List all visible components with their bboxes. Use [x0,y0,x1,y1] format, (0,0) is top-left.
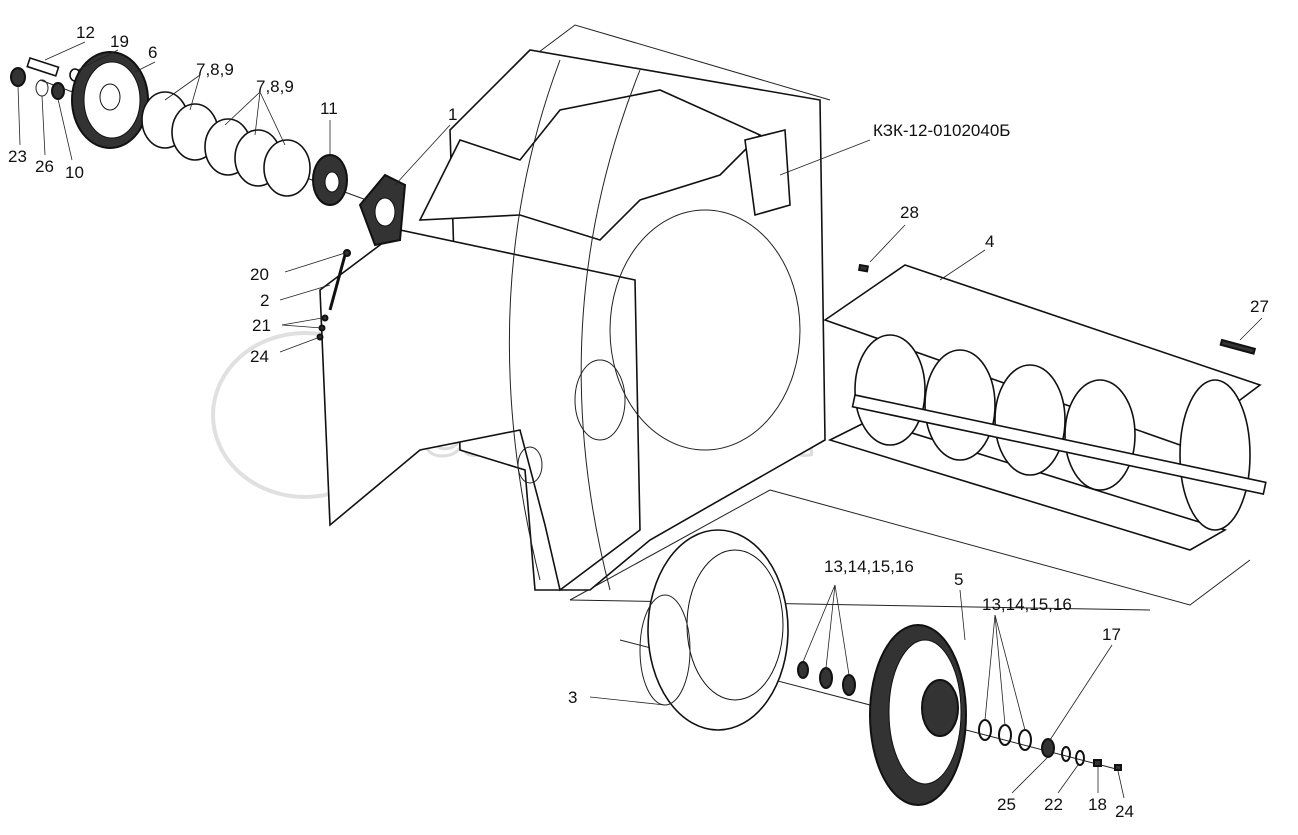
leader-lines [17,41,1263,799]
callout-2: 2 [260,291,269,310]
thresher-housing [319,49,826,592]
callout-13-16-a: 13,14,15,16 [824,557,914,576]
callout-20: 20 [250,265,269,284]
callout-24-top: 24 [250,347,269,366]
callout-23: 23 [8,147,27,166]
callout-labels: 12 19 6 7,8,9 7,8,9 11 1 23 26 10 КЗК-12… [8,23,1269,821]
callout-5: 5 [954,570,963,589]
callout-18: 18 [1088,795,1107,814]
callout-3: 3 [568,688,577,707]
callout-assembly-code: КЗК-12-0102040Б [873,121,1010,140]
callout-10: 10 [65,163,84,182]
callout-21: 21 [252,316,271,335]
callout-12: 12 [76,23,95,42]
callout-28: 28 [900,203,919,222]
pulley-assembly-left [10,51,348,206]
callout-13-16-b: 13,14,15,16 [982,595,1072,614]
callout-6: 6 [148,43,157,62]
callout-4: 4 [985,232,994,251]
grease-fitting [316,249,351,341]
bearing-flange [358,173,407,247]
threshing-rotor [823,263,1267,551]
callout-24-bottom: 24 [1115,802,1134,821]
callout-22: 22 [1044,795,1063,814]
callout-19: 19 [110,32,129,51]
callout-25: 25 [997,795,1016,814]
callout-27: 27 [1250,297,1269,316]
callout-17: 17 [1102,625,1121,644]
callout-26: 26 [35,157,54,176]
callout-7-8-9-a: 7,8,9 [196,60,234,79]
callout-1: 1 [448,105,457,124]
seal-rings-b [978,719,1122,771]
pulley-right [869,624,967,806]
callout-11: 11 [320,99,338,118]
cover-ring [639,529,789,731]
callout-7-8-9-b: 7,8,9 [256,77,294,96]
